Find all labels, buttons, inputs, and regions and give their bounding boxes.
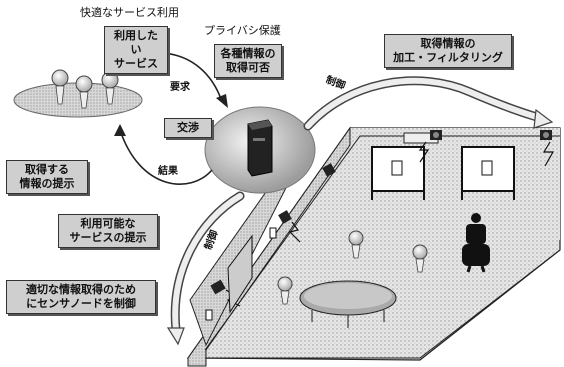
display-board-left (371, 146, 425, 200)
arrowhead (166, 327, 185, 346)
door (227, 234, 253, 314)
arrowhead (533, 108, 554, 129)
user-person-icon (75, 75, 93, 109)
robot-icon (462, 213, 490, 273)
result-arrow (119, 129, 213, 185)
lightning-icon (288, 221, 301, 243)
person-icon (348, 230, 364, 259)
wanted-service-box: 利用したいサービス (104, 26, 168, 74)
negotiation-box: 交渉 (164, 118, 212, 138)
privacy-label: プライバシ保護 (204, 24, 281, 37)
room-left-wall (187, 126, 351, 367)
user-person-icon (101, 71, 119, 105)
person-icon (277, 276, 293, 305)
lightning-icon (418, 141, 430, 163)
camera-icon (210, 279, 226, 295)
user-person-icon (51, 69, 69, 105)
info-permission-box: 各種情報の取得可否 (214, 44, 282, 78)
camera-icon (278, 210, 292, 224)
room-floor-front-edge (205, 249, 561, 359)
camera-icon (540, 130, 552, 140)
room-edges (204, 135, 560, 351)
sensor-box (205, 309, 213, 321)
acquired-info-filter-box: 取得情報の加工・フィルタリング (384, 34, 512, 68)
camera-icon (430, 130, 442, 140)
lightning-icon (542, 141, 555, 167)
present-services-box: 利用可能なサービスの提示 (58, 214, 158, 248)
person-icon (412, 244, 428, 273)
request-label: 要求 (170, 82, 190, 93)
sensor-box (269, 227, 277, 239)
present-info-box: 取得する情報の提示 (6, 160, 88, 194)
comfort-service-label: 快適なサービス利用 (80, 6, 179, 19)
control-sensor-nodes-box: 適切な情報取得のためにセンサノードを制御 (6, 280, 156, 314)
meeting-table-top (304, 283, 392, 309)
display-board-right (461, 146, 515, 200)
result-label: 結果 (158, 166, 178, 177)
camera-icon (322, 163, 336, 177)
server-icon (247, 119, 273, 177)
